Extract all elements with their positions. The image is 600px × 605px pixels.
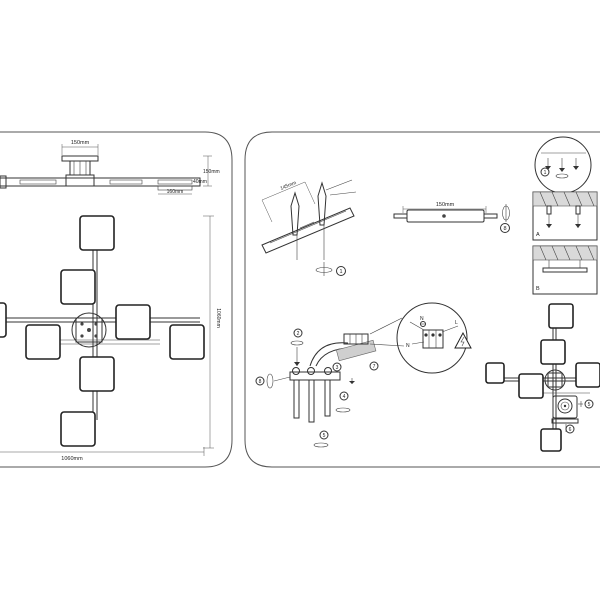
panel-a-ceiling-drill: A <box>532 191 598 241</box>
lamp-square <box>518 373 544 399</box>
lamp-square <box>540 428 562 452</box>
lamp-square <box>485 362 505 384</box>
dim-label-top-width: 150mm <box>71 140 90 146</box>
step-8-mounting-plate: 150mm 8 <box>393 202 510 233</box>
step-number-6: 6 <box>569 427 572 433</box>
wiring-assembly: 2 3 4 5 7 8 <box>255 317 405 448</box>
wire-label-neutral-bottom: N <box>406 343 410 349</box>
lamp-square <box>540 339 566 365</box>
dim-label-arm-length: 160mm <box>167 189 184 195</box>
dimension-arm-length: 160mm <box>158 189 192 195</box>
wiring-detail-callout: N L N <box>396 302 472 374</box>
dimension-top-width: 150mm <box>61 140 99 155</box>
dim-label-total-width: 1060mm <box>61 456 83 462</box>
lamp-square <box>79 356 115 392</box>
step-number-7: 7 <box>373 364 376 370</box>
dim-label-total-height: 1060mm <box>215 308 221 327</box>
fixture-top-view <box>0 215 205 447</box>
step-number-1: 1 <box>544 170 547 176</box>
lamp-square <box>79 215 115 251</box>
dimension-total-height: 1060mm <box>203 215 221 449</box>
step-1-mounting-bolts: 145mm 1 <box>261 179 357 276</box>
detail-bolts-callout: 1 <box>534 136 592 194</box>
lamp-square <box>60 269 96 305</box>
lamp-square <box>25 324 61 360</box>
wire-label-neutral-top: N <box>420 316 424 322</box>
step-number-8: 8 <box>259 379 262 385</box>
dimension-right-side: 150mm 40mm <box>193 155 220 187</box>
step-number-3: 3 <box>336 365 339 371</box>
step-number-8: 8 <box>503 226 506 232</box>
dimension-total-width: 1060mm <box>0 447 205 462</box>
wire-label-live: L <box>455 320 458 326</box>
dim-label-right-height: 150mm <box>203 169 220 175</box>
step-number-1: 1 <box>339 269 342 275</box>
step-number-4: 4 <box>343 394 346 400</box>
right-panel-frame <box>244 131 600 468</box>
electric-hazard-icon <box>454 331 472 349</box>
lamp-square <box>169 324 205 360</box>
dim-label-right-offset: 40mm <box>193 179 207 185</box>
lamp-square <box>0 302 7 338</box>
step-number-2: 2 <box>297 331 300 337</box>
step-number-5: 5 <box>588 402 591 408</box>
panel-label-b: B <box>536 286 540 292</box>
step-number-5: 5 <box>323 433 326 439</box>
lamp-square <box>60 411 96 447</box>
fixture-side-view <box>0 155 201 191</box>
dim-label-bolt-spacing: 145mm <box>280 180 298 192</box>
lamp-square <box>115 304 151 340</box>
lamp-square <box>575 362 600 388</box>
lamp-square <box>548 303 574 329</box>
dim-label-plate-width: 150mm <box>436 202 455 208</box>
panel-b-ceiling-plate: B <box>532 245 598 295</box>
left-panel-frame <box>0 131 233 468</box>
panel-label-a: A <box>536 232 540 238</box>
fixture-final-view: 5 6 <box>485 303 600 452</box>
